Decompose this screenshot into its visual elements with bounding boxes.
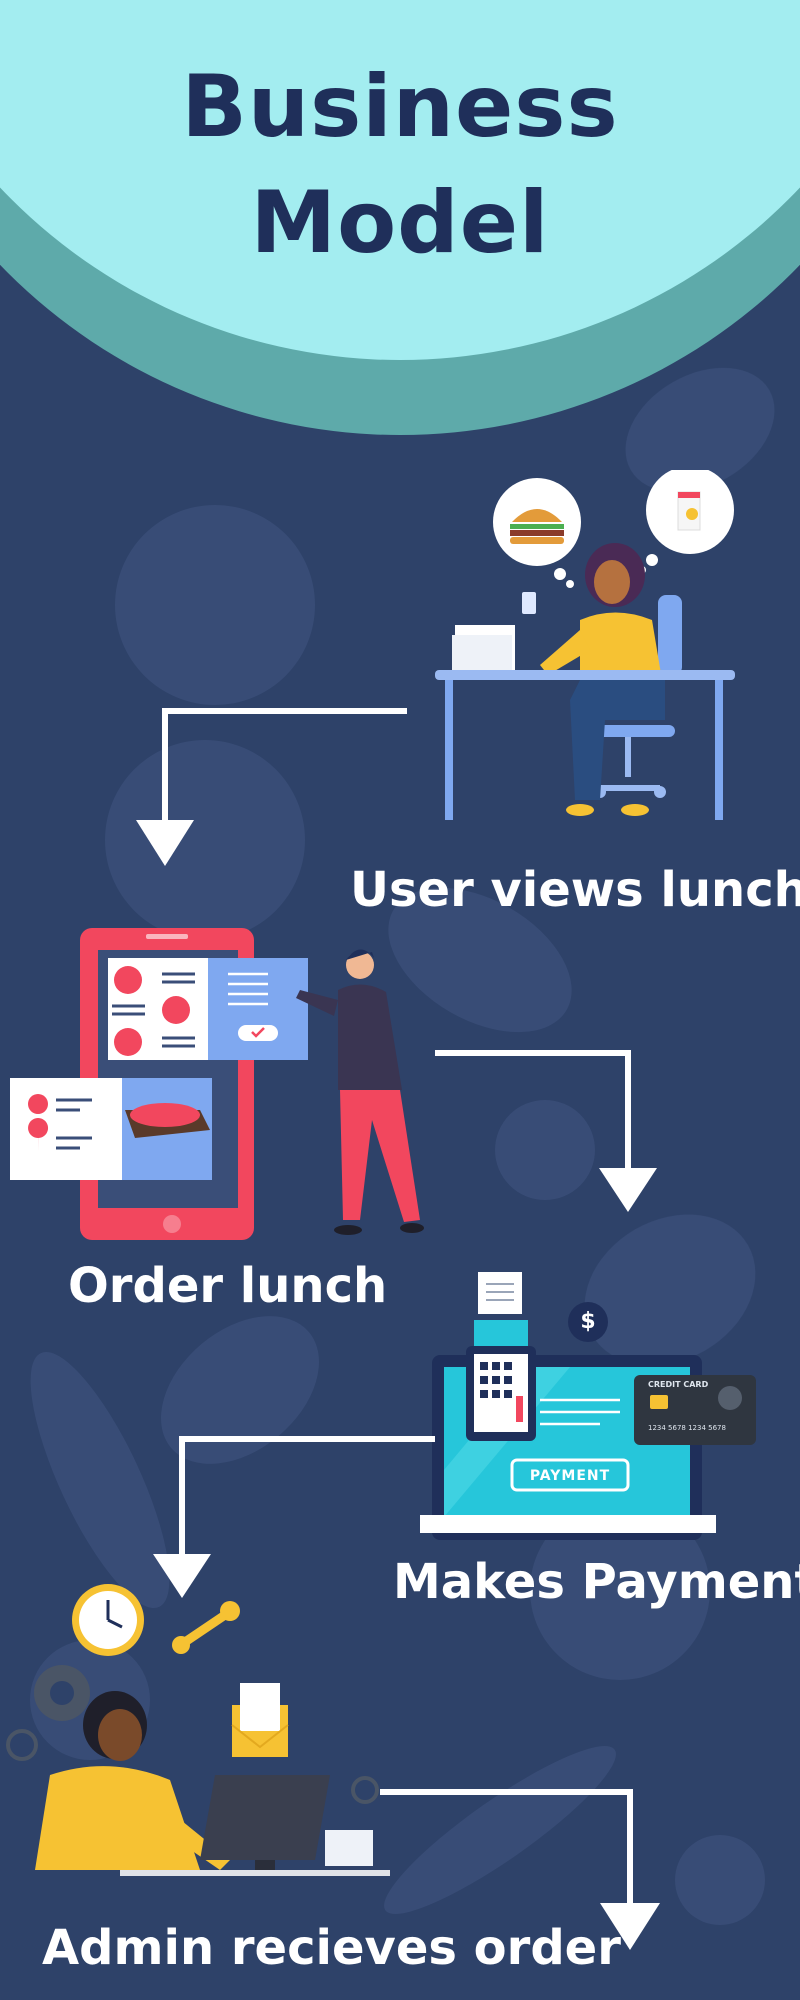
pizza-icon	[114, 966, 190, 1056]
drink-icon	[638, 470, 734, 574]
payment-button-label: PAYMENT	[529, 1468, 611, 1484]
credit-card-label: CREDIT CARD	[648, 1380, 709, 1389]
page-title-line1: Business	[181, 57, 619, 157]
arrow-head-1	[136, 820, 194, 866]
arrow-head-2	[599, 1168, 657, 1212]
dollar-icon	[568, 1302, 608, 1342]
currency-symbol: $	[580, 1309, 596, 1334]
page-title-line2: Model	[250, 173, 550, 273]
user-at-desk-illustration	[435, 470, 735, 820]
step-label-user-views-lunch: User views lunch	[350, 862, 800, 918]
wrench-icon	[172, 1601, 240, 1654]
payment-illustration: $ CREDIT CARD 1234 5678 1234 5678 PAYMEN…	[420, 1270, 760, 1540]
step-label-order-lunch: Order lunch	[68, 1258, 388, 1314]
step-label-admin-recieves-order: Admin recieves order	[42, 1920, 621, 1976]
credit-card-number: 1234 5678 1234 5678	[648, 1424, 726, 1432]
clock-icon	[72, 1584, 144, 1656]
calculator-icon	[466, 1320, 536, 1441]
gear-icon	[6, 1665, 379, 1804]
burger-icon	[493, 478, 581, 588]
envelope-icon	[231, 1683, 289, 1757]
location-pin-icon	[28, 1118, 49, 1152]
arrow-head-3	[153, 1554, 211, 1598]
step-label-makes-payment: Makes Payment	[393, 1554, 800, 1610]
clock-icon	[28, 1094, 48, 1114]
order-app-illustration	[10, 928, 424, 1240]
admin-illustration	[6, 1584, 390, 1876]
header-circle	[0, 0, 800, 435]
credit-card-icon	[634, 1375, 756, 1445]
arrow-head-4	[600, 1903, 660, 1950]
